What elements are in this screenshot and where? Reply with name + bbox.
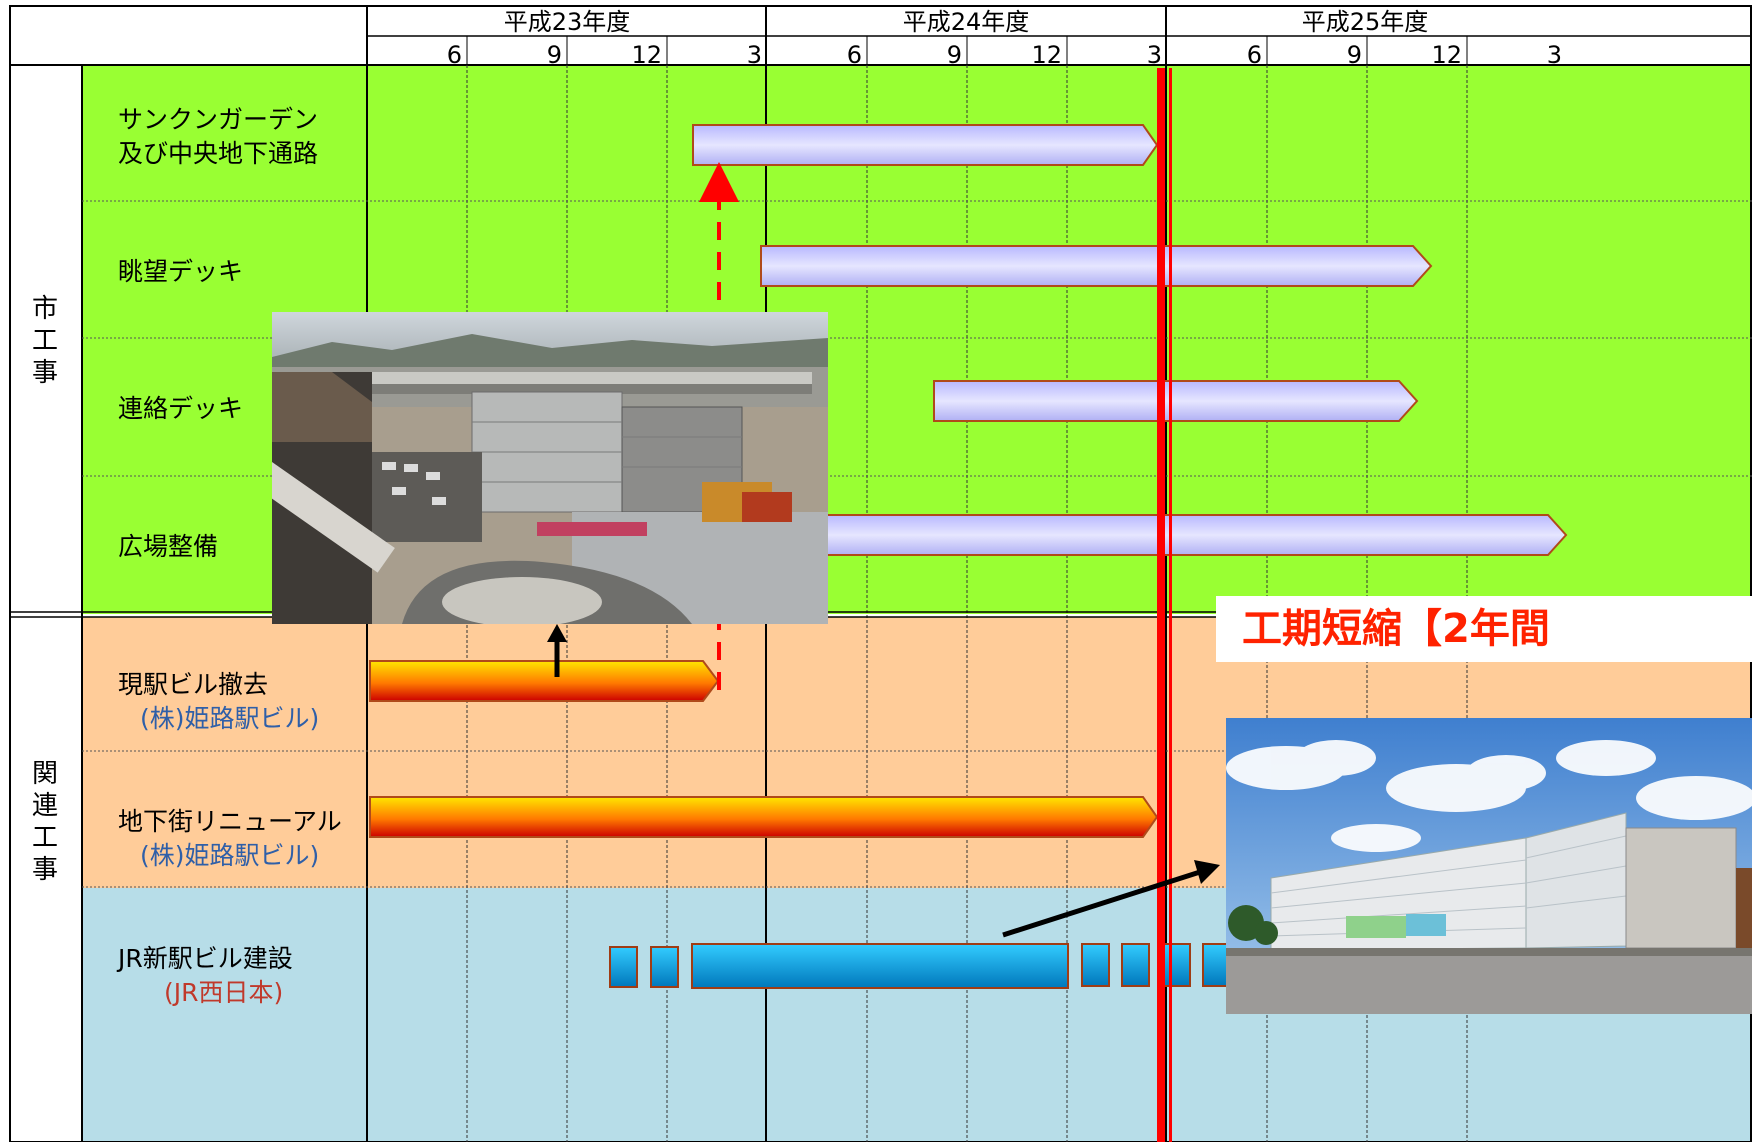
row-label-line: 連絡デッキ (118, 394, 244, 423)
current-date-line-thin (1169, 68, 1172, 1142)
row-label-sunken-garden: サンクンガーデン 及び中央地下通路 (118, 103, 318, 171)
current-date-line (1157, 68, 1165, 1142)
row-label-company: (株)姫路駅ビル) (140, 841, 320, 870)
callout-text: 工期短縮【2年間 (1242, 606, 1550, 652)
row-label-line: 広場整備 (118, 532, 219, 561)
table-frame (9, 5, 1752, 1142)
fiscal-year-h25: 平成25年度 (1301, 8, 1429, 36)
new-station-building-rendering (1226, 718, 1752, 1014)
schedule-shortening-callout: 工期短縮【2年間 (1216, 596, 1752, 662)
row-label-line: 地下街リニューアル (118, 807, 342, 836)
bar-jr-segment (609, 946, 638, 988)
bar-underground-renewal (369, 796, 1159, 838)
bar-jr-segment (1121, 943, 1150, 987)
category-label-city-works: 市 工 事 (31, 294, 58, 388)
construction-site-photo (272, 312, 828, 624)
row-label-company: (株)姫路駅ビル) (140, 704, 320, 733)
month-label: 6 (846, 41, 862, 69)
row-label-underground-renewal: 地下街リニューアル (株)姫路駅ビル) (118, 805, 342, 873)
bar-station-building-removal (369, 660, 720, 702)
bar-jr-segment (1081, 943, 1110, 987)
construction-site-illustration (272, 312, 828, 624)
bar-observation-deck (760, 245, 1433, 287)
quarter-dividers (466, 36, 1468, 65)
row-label-station-building-removal: 現駅ビル撤去 (株)姫路駅ビル) (118, 668, 319, 736)
month-label: 3 (1146, 41, 1162, 69)
bar-jr-main (691, 943, 1069, 989)
row-label-line: 眺望デッキ (118, 257, 244, 286)
month-label: 3 (746, 41, 762, 69)
row-label-plaza-development: 広場整備 (118, 530, 218, 564)
month-label: 6 (446, 41, 462, 69)
row-label-line: JR新駅ビル建設 (118, 944, 293, 973)
bar-jr-segment (1202, 943, 1231, 987)
bar-jr-segment (650, 946, 679, 988)
row-label-observation-deck: 眺望デッキ (118, 255, 243, 289)
row-label-jr-new-building: JR新駅ビル建設 (JR西日本) (118, 942, 293, 1010)
month-label: 3 (1546, 41, 1562, 69)
month-label: 9 (1346, 41, 1362, 69)
month-label: 6 (1246, 41, 1262, 69)
building-rendering-illustration (1226, 718, 1752, 1014)
bar-jr-segment (1162, 943, 1191, 987)
bar-connecting-deck (933, 380, 1419, 422)
category-label-related-works: 関 連 工 事 (31, 759, 58, 885)
bar-sunken-garden (692, 124, 1159, 166)
fiscal-year-h23: 平成23年度 (503, 8, 631, 36)
fiscal-year-h24: 平成24年度 (902, 8, 1030, 36)
row-label-company: (JR西日本) (164, 978, 284, 1007)
row-label-line: 現駅ビル撤去 (118, 670, 269, 699)
month-label: 9 (546, 41, 562, 69)
row-label-connecting-deck: 連絡デッキ (118, 392, 243, 426)
row-label-line: 及び中央地下通路 (118, 139, 319, 168)
row-label-line: サンクンガーデン (118, 105, 319, 134)
month-label: 9 (946, 41, 962, 69)
